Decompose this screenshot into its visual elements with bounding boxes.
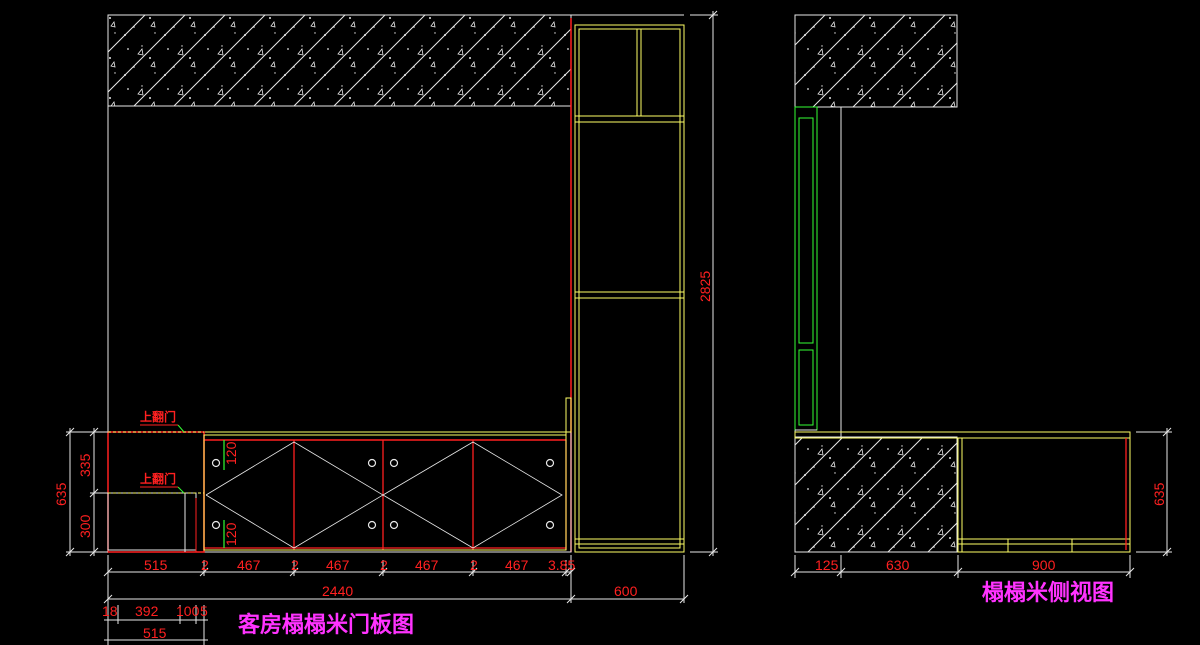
side-view: 125 630 900 635 榻榻米侧视图 (790, 14, 1172, 606)
handle-dim-a: 120 (223, 441, 239, 465)
dim-2825: 2825 (697, 271, 713, 302)
flip-door-label-top: 上翻门 (140, 409, 176, 424)
dim-335: 335 (77, 453, 93, 477)
dim-635-left: 635 (53, 482, 69, 506)
dim-385: 3.85 (548, 557, 575, 573)
dim-5: 5 (200, 603, 208, 619)
side-dim-125: 125 (815, 557, 839, 573)
dim-gap-3: 2 (380, 557, 388, 573)
ceiling-concrete (107, 14, 572, 107)
dim-467-4: 467 (505, 557, 529, 573)
side-view-title: 榻榻米侧视图 (982, 580, 1114, 606)
dim-300: 300 (77, 514, 93, 538)
tall-cabinet (574, 24, 685, 553)
dim-467-2: 467 (326, 557, 350, 573)
dim-gap-1: 2 (201, 557, 209, 573)
flip-door-label-lower: 上翻门 (140, 471, 176, 486)
tatami-platform (107, 397, 572, 553)
front-view-title: 客房榻榻米门板图 (238, 612, 414, 638)
dim-gap-2: 2 (291, 557, 299, 573)
side-floor-concrete (794, 436, 958, 553)
dim-515: 515 (144, 557, 168, 573)
dim-18: 18 (102, 603, 118, 619)
front-view: 上翻门 上翻门 120 120 (53, 10, 718, 645)
dim-100: 100 (176, 603, 200, 619)
side-dim-900: 900 (1032, 557, 1056, 573)
dim-515-sub: 515 (143, 625, 167, 641)
side-ceiling-concrete (794, 14, 958, 108)
side-dim-635: 635 (1151, 482, 1167, 506)
door-handles (211, 458, 555, 530)
dim-467-3: 467 (415, 557, 439, 573)
side-dim-630: 630 (886, 557, 910, 573)
dim-392: 392 (135, 603, 159, 619)
dim-gap-4: 2 (470, 557, 478, 573)
dim-2440: 2440 (322, 583, 353, 599)
side-window (794, 106, 818, 431)
dim-467-1: 467 (237, 557, 261, 573)
handle-dim-b: 120 (223, 522, 239, 546)
dim-600: 600 (614, 583, 638, 599)
